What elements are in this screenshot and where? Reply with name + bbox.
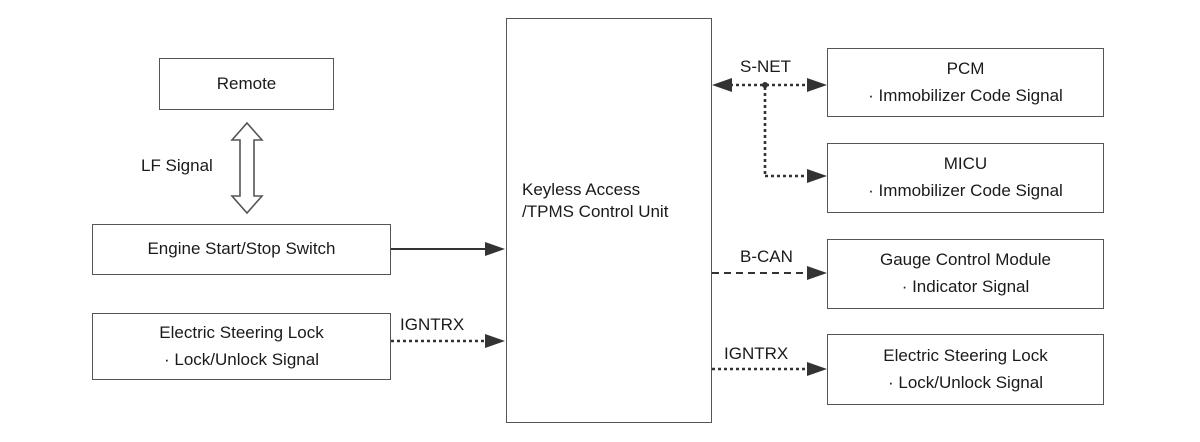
snet-label: S-NET [740, 57, 791, 76]
gauge-control-module-box: Gauge Control Module · Indicator Signal [827, 239, 1104, 309]
gauge-title: Gauge Control Module [879, 250, 1052, 270]
electric-steering-lock-left-box: Electric Steering Lock · Lock/Unlock Sig… [92, 313, 391, 380]
snet-junction-dot [762, 82, 768, 88]
control-unit-line2: /TPMS Control Unit [522, 202, 669, 222]
snet-right-arrowhead [807, 78, 827, 92]
engine-switch-arrowhead [485, 242, 505, 256]
control-unit-line1: Keyless Access [522, 180, 641, 199]
micu-arrowhead [807, 169, 827, 183]
keyless-access-control-unit: Keyless Access /TPMS Control Unit [506, 18, 712, 423]
igntrx-right-label: IGNTRX [724, 344, 789, 363]
bcan-label: B-CAN [740, 247, 793, 266]
esl-right-arrowhead [807, 362, 827, 376]
pcm-box: PCM · Immobilizer Code Signal [827, 48, 1104, 117]
esl-left-title: Electric Steering Lock [159, 322, 324, 342]
remote-label: Remote [216, 73, 277, 93]
igntrx-left-label: IGNTRX [400, 315, 465, 334]
micu-title: MICU [943, 154, 988, 174]
remote-box: Remote [159, 58, 334, 110]
engine-switch-label: Engine Start/Stop Switch [147, 239, 336, 259]
micu-box: MICU · Immobilizer Code Signal [827, 143, 1104, 213]
electric-steering-lock-right-box: Electric Steering Lock · Lock/Unlock Sig… [827, 334, 1104, 405]
engine-start-stop-switch-box: Engine Start/Stop Switch [92, 224, 391, 275]
micu-signal: · Immobilizer Code Signal [868, 181, 1063, 200]
bcan-arrowhead [807, 266, 827, 280]
esl-left-signal: · Lock/Unlock Signal [164, 349, 319, 369]
snet-left-arrowhead [712, 78, 732, 92]
pcm-signal: · Immobilizer Code Signal [868, 85, 1063, 105]
esl-left-arrowhead [485, 334, 505, 348]
gauge-signal: · Indicator Signal [901, 277, 1030, 296]
control-unit-label: Keyless Access /TPMS Control Unit [522, 179, 668, 223]
lf-signal-double-arrow [230, 121, 264, 215]
esl-right-title: Electric Steering Lock [883, 345, 1048, 365]
pcm-title: PCM [946, 58, 985, 78]
esl-right-signal: · Lock/Unlock Signal [888, 372, 1043, 392]
lf-signal-label: LF Signal [141, 156, 213, 175]
